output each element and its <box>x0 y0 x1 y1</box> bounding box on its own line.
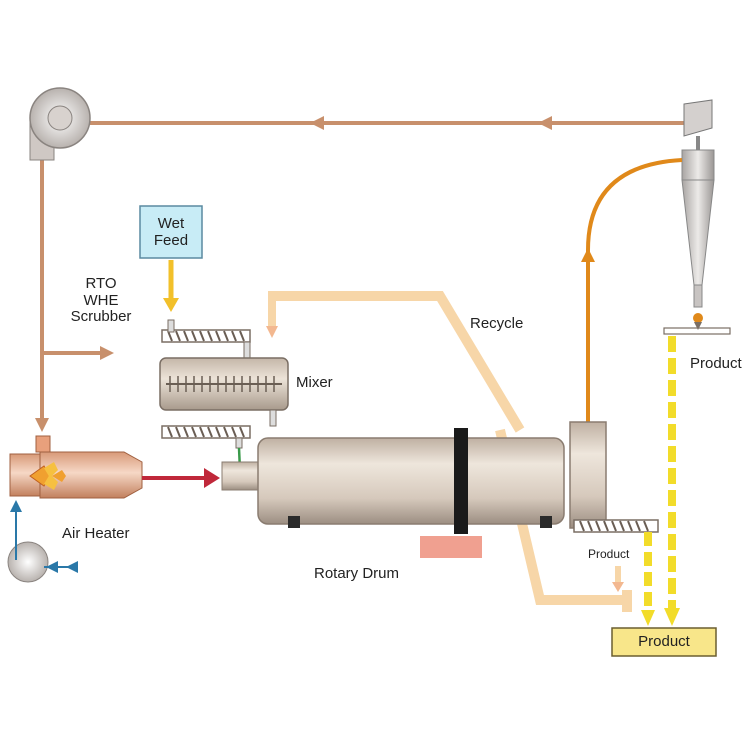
up-arrow-icon <box>10 500 22 512</box>
down-arrow-icon <box>266 326 278 338</box>
air-heater <box>9 435 143 499</box>
exhaust-duct <box>35 116 690 432</box>
product-bin-label: Product <box>638 633 690 651</box>
recycle-line-top <box>268 291 525 433</box>
screw-product-label: Product <box>588 547 630 561</box>
product-arrow-icon <box>664 608 680 626</box>
cyclone-inlet-line <box>586 158 683 428</box>
product-bin <box>611 627 717 657</box>
left-arrow-icon <box>538 116 552 130</box>
product-arrow-icon <box>641 610 655 626</box>
rotary-drum <box>221 421 607 558</box>
left-arrow-icon <box>310 116 324 130</box>
rto-whe-scrubber-label: RTO WHE Scrubber <box>70 275 132 325</box>
down-arrow-icon <box>612 582 624 592</box>
hot-air-arrow-icon <box>204 468 220 488</box>
exhaust-fan-icon <box>29 87 91 161</box>
wet-feed-box <box>139 205 203 259</box>
burner-flame-icon <box>29 462 66 490</box>
cyclone-icon <box>681 99 715 323</box>
left-arrow-icon <box>66 561 78 573</box>
combustion-air-fan-icon <box>7 500 78 583</box>
down-arrow-icon <box>35 418 49 432</box>
drive-motor <box>420 536 482 558</box>
screw-conveyor-icon <box>167 330 245 342</box>
up-arrow-icon <box>581 248 595 262</box>
rotary-drum-label: Rotary Drum <box>314 565 400 582</box>
rto-arrow-icon <box>100 346 114 360</box>
left-arrow-icon <box>46 561 58 573</box>
wet-feed-label: Wet Feed <box>153 214 189 249</box>
air-heater-label: Air Heater <box>62 525 130 542</box>
recycle-label: Recycle <box>470 315 524 332</box>
mixer-label: Mixer <box>296 374 333 391</box>
feed-arrow-icon <box>163 298 179 312</box>
mixer-unit <box>159 319 289 493</box>
cyclone-product-line <box>663 322 731 626</box>
product-screw-conveyor <box>573 519 659 626</box>
cyclone-product-label: Product <box>690 355 742 372</box>
